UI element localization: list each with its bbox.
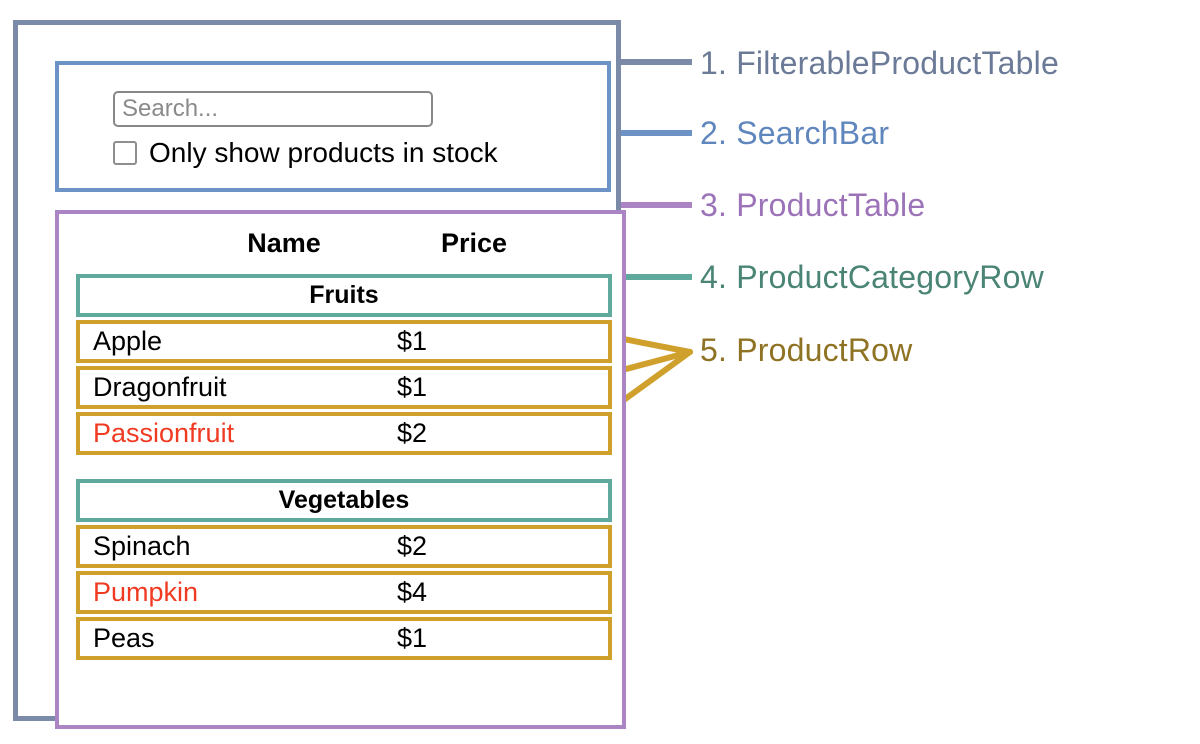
product-row: Dragonfruit $1 <box>76 366 612 409</box>
search-bar: Search... Only show products in stock <box>55 61 611 192</box>
legend-name: ProductTable <box>736 187 926 223</box>
product-price: $1 <box>397 372 428 402</box>
product-name: Spinach <box>93 531 191 561</box>
category-label: Vegetables <box>278 486 410 514</box>
legend-number: 3. <box>700 187 728 223</box>
product-price: $1 <box>397 326 428 356</box>
checkbox-icon[interactable] <box>113 141 137 165</box>
product-name: Dragonfruit <box>93 372 227 402</box>
column-header-price: Price <box>440 228 508 258</box>
search-input[interactable]: Search... <box>113 91 433 127</box>
filterable-product-table: Search... Only show products in stock Na… <box>13 20 626 729</box>
legend-number: 5. <box>700 332 728 368</box>
product-name: Pumpkin <box>93 577 199 607</box>
legend-name: FilterableProductTable <box>736 45 1059 81</box>
product-price: $2 <box>397 418 428 448</box>
product-price: $2 <box>397 531 428 561</box>
table-body: Fruits Apple $1 Dragonfruit $1 Passionfr… <box>76 274 612 660</box>
legend-name: SearchBar <box>736 115 890 151</box>
product-price: $4 <box>397 577 428 607</box>
product-name: Peas <box>93 623 155 653</box>
product-price: $1 <box>397 623 428 653</box>
category-label: Fruits <box>309 281 379 309</box>
product-row: Pumpkin $4 <box>76 571 612 614</box>
legend-number: 4. <box>700 259 728 295</box>
product-table: Name Price Fruits Apple $1 Dragonfruit $… <box>55 210 626 729</box>
product-row: Peas $1 <box>76 617 612 660</box>
column-header-name: Name <box>247 228 321 258</box>
product-row: Apple $1 <box>76 320 612 363</box>
table-header-row: Name Price <box>59 223 622 263</box>
legend-name: ProductCategoryRow <box>736 259 1044 295</box>
product-category-row: Vegetables <box>76 479 612 522</box>
legend-item-product-row: 5. ProductRow <box>700 334 912 366</box>
legend-item-search-bar: 2. SearchBar <box>700 117 889 149</box>
legend-item-product-table: 3. ProductTable <box>700 189 925 221</box>
product-row: Passionfruit $2 <box>76 412 612 455</box>
group-separator <box>76 455 612 479</box>
product-row: Spinach $2 <box>76 525 612 568</box>
legend-item-product-category-row: 4. ProductCategoryRow <box>700 261 1044 293</box>
in-stock-filter[interactable]: Only show products in stock <box>113 139 498 167</box>
legend-number: 2. <box>700 115 728 151</box>
legend-number: 1. <box>700 45 728 81</box>
legend-name: ProductRow <box>736 332 913 368</box>
legend-item-filterable-product-table: 1. FilterableProductTable <box>700 47 1059 79</box>
product-name: Passionfruit <box>93 418 235 448</box>
product-name: Apple <box>93 326 163 356</box>
in-stock-checkbox-label: Only show products in stock <box>149 137 498 168</box>
product-category-row: Fruits <box>76 274 612 317</box>
